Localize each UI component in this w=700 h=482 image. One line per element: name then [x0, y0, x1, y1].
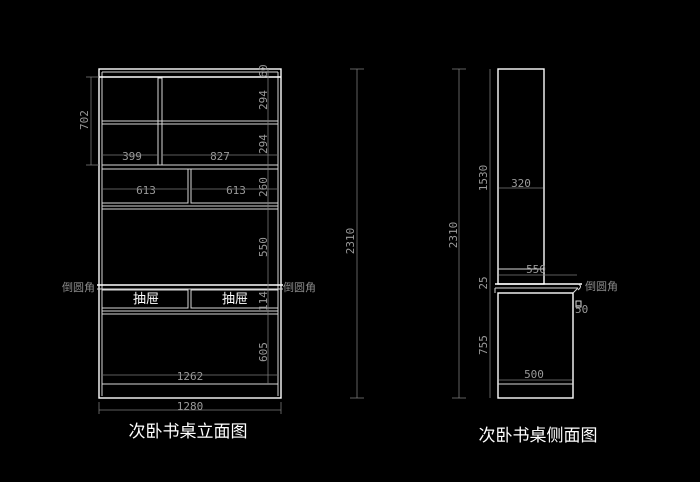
cabinet-door-left	[101, 168, 189, 204]
dim-half-left: 613	[136, 184, 156, 197]
round-corner-note-right: 倒圆角	[283, 281, 316, 294]
front-elevation-view: 抽屉 抽屉 倒圆角 倒圆角 399 827 613 613 1262 1280 …	[62, 64, 364, 442]
side-view-caption: 次卧书桌侧面图	[479, 426, 598, 446]
dim-lower: 605	[257, 342, 270, 362]
cabinet-door-right	[190, 168, 279, 204]
side-base-cabinet	[497, 292, 574, 399]
drawer-left[interactable]	[101, 289, 189, 309]
dim-inner-width: 1262	[177, 370, 204, 383]
side-round-corner-note: 倒圆角	[585, 280, 618, 293]
dim-half-right: 613	[226, 184, 246, 197]
dim-shelf1: 294	[257, 90, 270, 110]
round-corner-note-left: 倒圆角	[62, 281, 95, 294]
dim-desk-depth: 550	[526, 263, 546, 276]
drawer-right[interactable]	[190, 289, 279, 309]
dim-drawer: 114	[257, 291, 270, 311]
dim-cell-left: 399	[122, 150, 142, 163]
dim-upper-depth: 320	[511, 177, 531, 190]
dim-open-area: 550	[257, 237, 270, 257]
drawer-left-label: 抽屉	[133, 292, 159, 307]
dim-total-width: 1280	[177, 400, 204, 413]
dim-side-lower-height: 755	[477, 335, 490, 355]
dim-top-gap: 60	[257, 64, 270, 77]
drawer-right-label: 抽屉	[222, 292, 248, 307]
dim-cell-right: 827	[210, 150, 230, 163]
front-view-caption: 次卧书桌立面图	[129, 422, 248, 442]
dim-shelf2: 294	[257, 134, 270, 154]
front-outer-frame	[98, 68, 282, 399]
dim-upper-height: 702	[78, 110, 91, 130]
dim-desk-thickness: 25	[477, 276, 490, 289]
dim-side-total-height: 2310	[447, 222, 460, 249]
side-elevation-view: 320 550 500 50 1530 25 755 2310 倒圆角 次卧书桌…	[447, 68, 618, 446]
dim-base-depth: 500	[524, 368, 544, 381]
dim-total-height: 2310	[344, 228, 357, 255]
dim-overhang: 50	[575, 303, 588, 316]
dim-side-upper-height: 1530	[477, 165, 490, 192]
dim-shelf3: 260	[257, 177, 270, 197]
